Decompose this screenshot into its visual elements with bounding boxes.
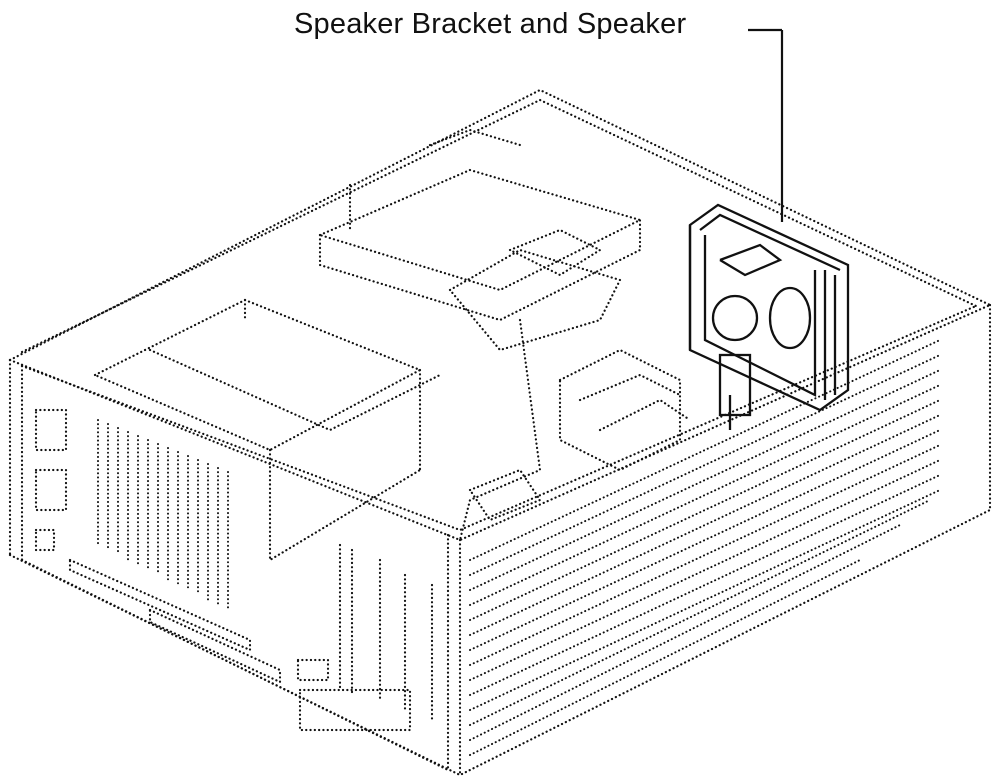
drive-bay [316, 128, 643, 322]
logic-board-components [448, 228, 692, 542]
side-vent-slats [469, 339, 941, 756]
speaker-bracket-and-speaker [688, 203, 850, 430]
callout-leader-line [748, 28, 784, 222]
rear-panel-ports [34, 408, 434, 732]
power-supply-block [92, 298, 442, 562]
callout-label-speaker-bracket: Speaker Bracket and Speaker [294, 8, 687, 40]
front-vent-slats [97, 419, 229, 611]
case-outline [8, 88, 992, 777]
